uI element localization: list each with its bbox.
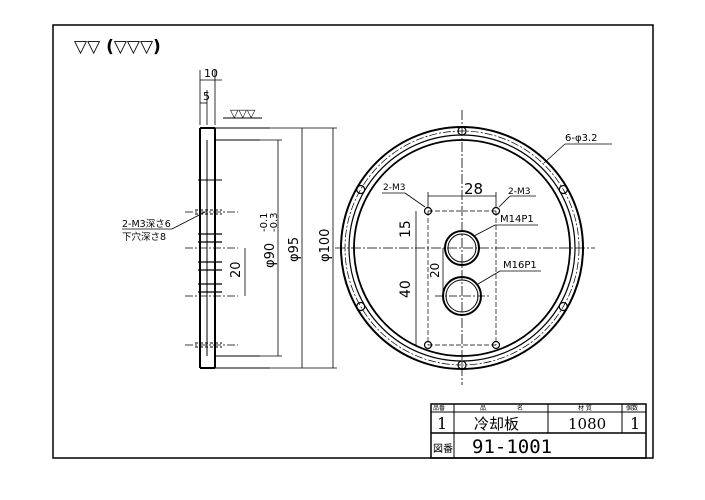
quantity: 1 — [630, 414, 640, 433]
port-upper-label: M14P1 — [500, 214, 534, 225]
dim-d1: φ90 — [263, 243, 278, 268]
port-upper — [444, 230, 480, 266]
dim-d3: φ100 — [318, 229, 333, 262]
drawing-border — [52, 24, 654, 459]
tap-right-note: 2-M3 — [508, 187, 530, 197]
dim-between-ports: 20 — [428, 263, 442, 278]
dim-d1-tol-upper: -0.1 — [259, 212, 270, 232]
header-name-1: 品 — [480, 405, 486, 412]
dim-d1-tol-lower: -0.3 — [269, 212, 280, 232]
bolt-holes-note: 6-φ3.2 — [565, 133, 597, 144]
bolt-hole — [457, 360, 467, 370]
side-view: 10 5 ▽▽▽ 20 φ90 -0.1 -0.3 φ95 φ100 2-M3深… — [122, 67, 337, 369]
dim-vertical-lower: 40 — [398, 280, 414, 298]
item-no: 1 — [437, 414, 447, 433]
title-block: 品番 品 名 材 質 個数 1 冷却板 1080 1 図番 91-1001 — [430, 403, 647, 459]
port-lower-label: M16P1 — [503, 260, 537, 271]
surface-finish-symbol-small: ▽▽▽ — [230, 107, 256, 120]
dim-horizontal: 28 — [464, 180, 483, 198]
dim-pitch: 20 — [229, 261, 244, 278]
thread-note-line1: 2-M3深さ6 — [122, 219, 171, 230]
header-material: 材 質 — [578, 404, 592, 412]
dim-total-thickness: 10 — [204, 67, 218, 80]
drawing-no: 91-1001 — [472, 436, 552, 458]
port-upper-inner — [447, 233, 477, 263]
bolt-hole — [457, 126, 467, 136]
dim-step: 5 — [203, 90, 210, 103]
front-view: 28 15 40 20 6-φ3.2 2-M3 2-M3 M14P1 M16P1 — [335, 110, 612, 385]
surface-finish-symbol: ▽▽ (▽▽▽) — [74, 37, 161, 57]
bolt-hole — [356, 301, 366, 312]
material: 1080 — [568, 415, 606, 433]
bolt-hole — [558, 184, 568, 195]
bolt-hole — [356, 184, 366, 195]
drawing-no-label: 図番 — [433, 443, 453, 455]
header-name-2: 名 — [517, 404, 523, 412]
tap-left-note: 2-M3 — [383, 183, 405, 193]
header-item-no: 品番 — [433, 405, 445, 412]
bolt-holes — [356, 126, 568, 370]
part-name: 冷却板 — [474, 415, 519, 433]
dim-vertical-upper: 15 — [398, 220, 414, 238]
header-qty: 個数 — [626, 404, 638, 412]
bolt-hole — [558, 301, 568, 312]
thread-note-line2: 下穴深さ8 — [122, 231, 166, 243]
dim-d2: φ95 — [287, 237, 302, 262]
